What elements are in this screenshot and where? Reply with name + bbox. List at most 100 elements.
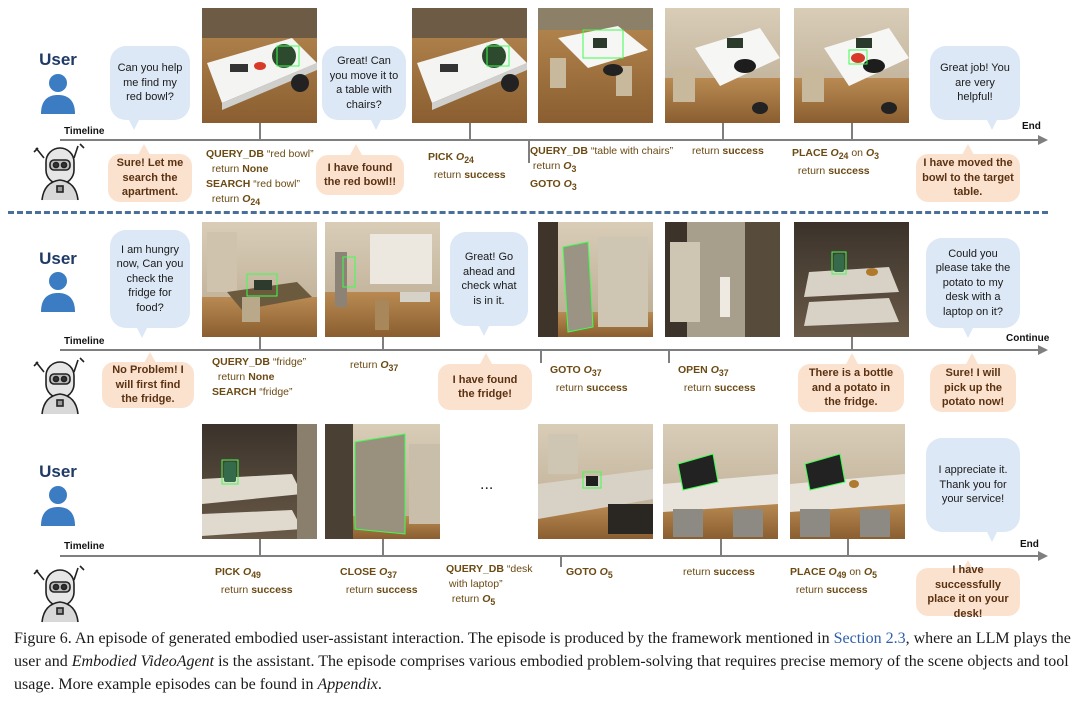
scene-thumbnail-9 [665,222,780,337]
timeline-tick [847,539,849,555]
timeline-tick [540,349,542,363]
bubble-tail [370,118,382,130]
assistant-bubble: I have successfully place it on your des… [916,564,1020,620]
tool-call-action: QUERY_DB “desk with laptop” return O5 [446,563,533,608]
scene-thumbnail-4 [665,8,780,123]
scene-thumbnail-1 [202,8,317,123]
timeline-tick [720,539,722,555]
user-bubble: Could you please take the potato to my d… [926,238,1020,328]
section-link[interactable]: Section 2.3 [833,630,906,647]
timeline-tick [528,139,530,163]
user-bubble: I am hungry now, Can you check the fridg… [110,230,190,328]
timeline-tick [382,337,384,349]
timeline-tick [259,337,261,349]
tool-call-action: CLOSE O37 return success [340,566,418,597]
scene-thumbnail-13 [538,424,653,539]
caption-italic: Embodied VideoAgent [71,653,215,670]
tool-call-action: PICK O24 return success [428,151,506,182]
user-icon [41,486,75,526]
timeline-arrow [1038,135,1048,145]
bubble-tail [966,353,978,364]
scene-thumbnail-8 [538,222,653,337]
timeline-label: Timeline [64,541,105,552]
timeline-label: Timeline [64,126,105,137]
user-label: User [39,50,77,69]
timeline-tick [851,337,853,349]
scene-thumbnail-7 [325,222,440,337]
tool-call-action: PLACE O49 on O5 return success [790,566,877,597]
timeline-tick [259,123,261,139]
timeline-arrow [1038,551,1048,561]
robot-icon [33,565,85,623]
robot-icon [33,357,85,415]
scene-thumbnail-2 [412,8,527,123]
timeline-end-label: End [1020,539,1039,550]
timeline-label: Timeline [64,336,105,347]
tool-call-action: return success [692,145,764,157]
figure-caption: Figure 6. An episode of generated embodi… [14,627,1074,696]
bubble-tail [144,352,156,363]
user-icon [41,74,75,114]
assistant-bubble: There is a bottle and a potato in the fr… [798,364,904,412]
timeline-end-label: Continue [1006,333,1050,344]
bubble-tail [962,326,974,338]
tool-call-action: PICK O49 return success [215,566,293,597]
bubble-tail [350,144,362,155]
scene-thumbnail-6 [202,222,317,337]
timeline-axis [60,139,1040,141]
bubble-tail [138,144,150,155]
user-bubble: Great! Go ahead and check what is in it. [450,232,528,326]
bubble-tail [986,118,998,130]
bubble-tail [962,560,974,571]
scene-thumbnail-12 [325,424,440,539]
user-label: User [39,462,77,481]
timeline-tick [259,539,261,555]
section-divider [8,211,1048,214]
tool-call-action: GOTO O37 return success [550,364,628,395]
user-icon [41,272,75,312]
scene-thumbnail-3 [538,8,653,123]
scene-thumbnail-15 [790,424,905,539]
ellipsis: ... [480,476,494,493]
timeline-arrow [1038,345,1048,355]
assistant-bubble: No Problem! I will first find the fridge… [102,362,194,408]
timeline-tick [469,123,471,139]
timeline-tick [851,123,853,139]
bubble-tail [846,353,858,364]
timeline-axis [60,555,1040,557]
bubble-tail [136,326,148,338]
bubble-tail [478,324,490,336]
user-bubble: Can you help me find my red bowl? [110,46,190,120]
timeline-tick [560,555,562,567]
tool-call-action: return success [683,566,755,578]
caption-text: , where an LLM plays the user and [14,630,1071,670]
user-bubble: I appreciate it. Thank you for your serv… [926,438,1020,532]
user-bubble: Great job! You are very helpful! [930,46,1020,120]
tool-call-action: PLACE O24 on O3 return success [792,147,879,178]
bubble-tail [128,118,140,130]
caption-prefix: Figure 6. An episode of generated embodi… [14,630,834,647]
timeline-end-label: End [1022,121,1041,132]
user-bubble: Great! Can you move it to a table with c… [322,46,406,120]
timeline-tick [382,539,384,555]
assistant-bubble: Sure! Let me search the apartment. [108,154,192,202]
caption-text: is the assistant. The episode comprises … [14,653,1069,693]
timeline-tick [668,349,670,363]
bubble-tail [962,144,974,155]
tool-call-action: return O37 [350,359,399,374]
bubble-tail [986,530,998,542]
scene-thumbnail-14 [663,424,778,539]
scene-thumbnail-10 [794,222,909,337]
timeline-axis [60,349,1040,351]
bubble-tail [480,353,492,364]
assistant-bubble: I have found the red bowl!! [316,155,404,195]
assistant-bubble: I have moved the bowl to the target tabl… [916,154,1020,202]
timeline-tick [722,123,724,139]
scene-thumbnail-5 [794,8,909,123]
caption-italic: Appendix [317,676,378,693]
tool-call-action: GOTO O5 [566,566,613,581]
robot-icon [33,143,85,201]
